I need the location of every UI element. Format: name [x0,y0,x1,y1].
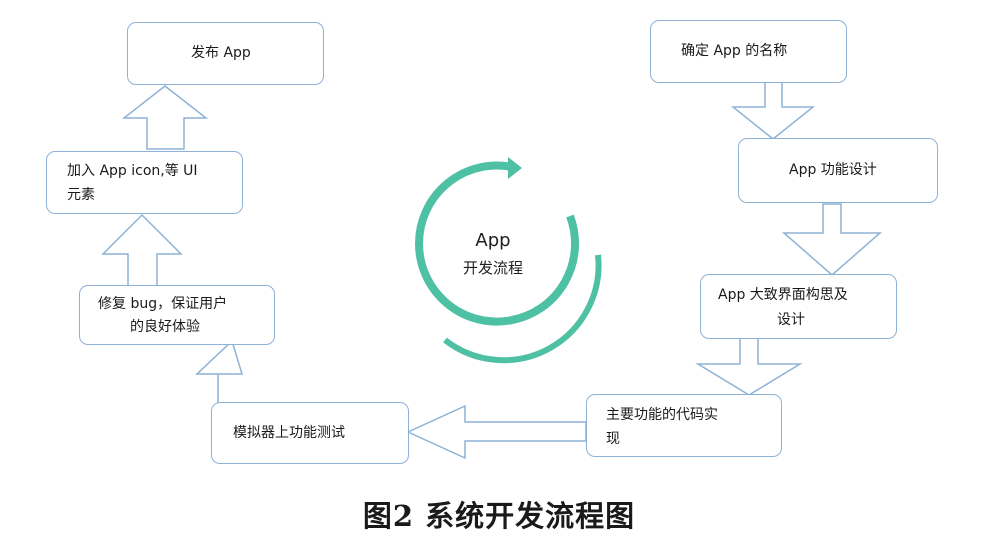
arrow-down-2 [782,203,882,276]
step-icon-line1: 加入 App icon,等 UI [67,163,198,179]
step-test-box: 模拟器上功能测试 [211,402,409,464]
step-code-box: 主要功能的代码实 现 [586,394,782,457]
arrow-up-2 [101,213,183,288]
step-ui-box: App 大致界面构思及 设计 [700,274,897,339]
step-name-box: 确定 App 的名称 [650,20,847,83]
step-function-label: App 功能设计 [789,162,877,178]
cycle-icon [415,161,602,364]
step-code-line2: 现 [606,431,620,447]
step-function-box: App 功能设计 [738,138,938,203]
figure-caption: 图2 系统开发流程图 [362,499,636,533]
step-publish-label: 发布 App [191,45,251,61]
step-fix-line2: 的良好体验 [130,319,200,335]
step-ui-line1: App 大致界面构思及 [718,287,848,303]
arrow-up-1 [195,339,244,403]
center-subtitle: 开发流程 [462,259,523,277]
step-code-line1: 主要功能的代码实 [606,407,718,423]
arrow-up-3 [121,85,209,150]
step-fix-box: 修复 bug，保证用户 的良好体验 [79,285,275,345]
step-name-label: 确定 App 的名称 [681,43,788,59]
step-fix-line1: 修复 bug，保证用户 [98,296,228,312]
step-icon-line2: 元素 [67,187,95,203]
arrow-down-1 [730,80,816,140]
step-icon-box: 加入 App icon,等 UI 元素 [46,151,243,214]
step-ui-line2: 设计 [777,312,805,328]
arrow-down-3 [695,337,803,396]
step-publish-box: 发布 App [127,22,324,85]
center-title: App [475,230,511,251]
step-test-label: 模拟器上功能测试 [233,425,345,441]
arrow-left [406,404,587,460]
cycle-arrowhead [508,157,522,179]
